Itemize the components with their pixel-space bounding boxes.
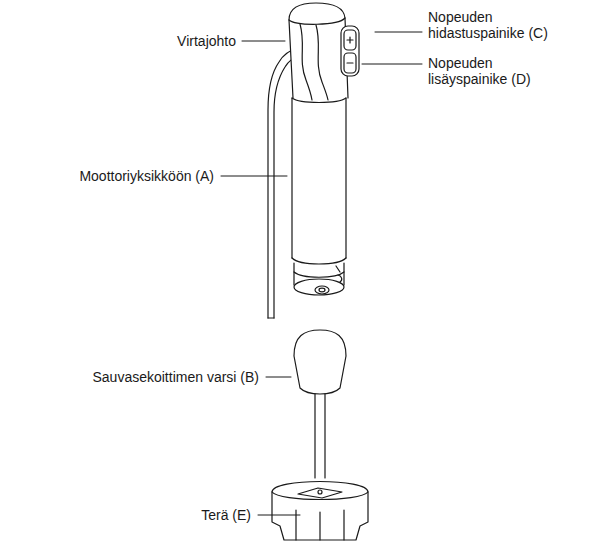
leader-lines <box>221 32 422 515</box>
motor-unit <box>289 3 359 295</box>
part-label: Terä (E) <box>201 507 251 523</box>
part-label: Nopeuden lisäyspainike (D) <box>428 55 568 87</box>
blender-shaft <box>272 330 368 540</box>
part-label: Nopeuden hidastuspainike (C) <box>428 9 568 41</box>
part-label: Virtajohto <box>177 33 236 49</box>
part-label: Moottoriyksikköön (A) <box>79 168 214 184</box>
blade <box>298 488 342 498</box>
part-label: Sauvasekoittimen varsi (B) <box>92 369 259 385</box>
